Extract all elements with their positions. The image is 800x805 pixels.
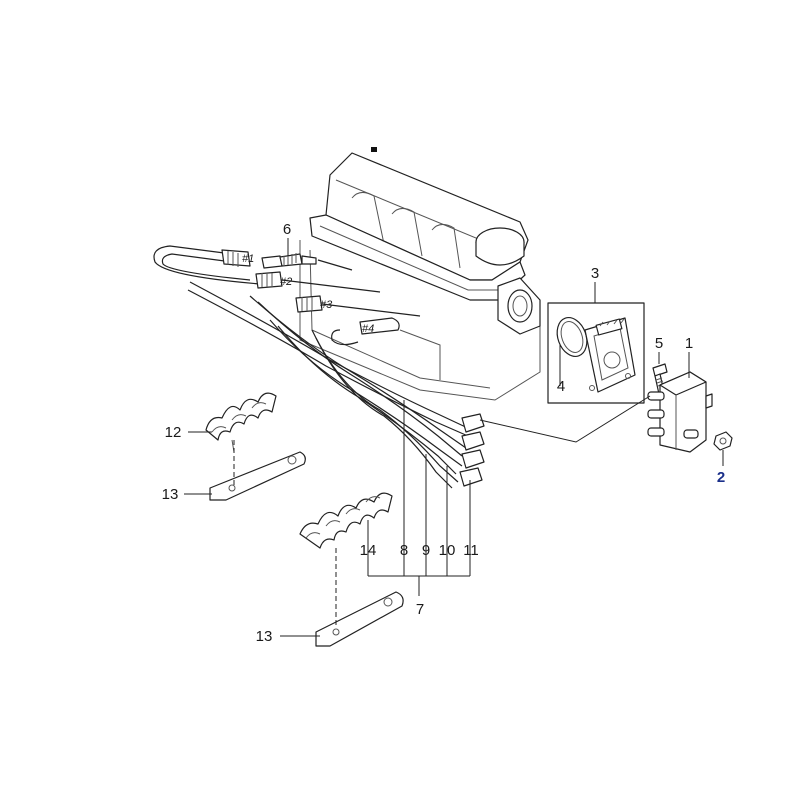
callout-7: 7: [416, 601, 424, 618]
valve-assembly: [547, 302, 645, 404]
cylinder-3-label: #3: [320, 299, 333, 311]
callout-6: 6: [283, 221, 291, 238]
callout-8: 8: [400, 542, 408, 559]
callout-9: 9: [422, 542, 430, 559]
ignition-leads: [153, 245, 651, 489]
top-marker: [371, 147, 377, 152]
callout-12: 12: [165, 424, 182, 441]
clip-lower: [299, 492, 393, 549]
callout-2[interactable]: 2: [717, 469, 725, 486]
callout-11: 11: [463, 542, 479, 559]
callout-3: 3: [591, 265, 599, 282]
callout-5: 5: [655, 335, 663, 352]
engine-block: [299, 147, 541, 401]
callout-13-upper: 13: [162, 486, 179, 503]
ignition-coil: [647, 371, 733, 453]
cylinder-markers: #1 #2 #3 #4: [242, 253, 374, 335]
cylinder-2-label: #2: [280, 276, 292, 288]
callout-4: 4: [557, 378, 565, 395]
callout-10: 10: [439, 542, 456, 559]
nut: [713, 431, 733, 451]
callout-labels: 1 2 3 4 5 6 7 8 9 10 11 12 13 13 14: [162, 221, 726, 645]
bracket-upper: [209, 451, 306, 501]
callout-1: 1: [685, 335, 693, 352]
cylinder-4-label: #4: [362, 323, 374, 335]
callout-14: 14: [360, 542, 377, 559]
leader-lines: [184, 238, 724, 637]
callout-13-lower: 13: [256, 628, 273, 645]
bracket-lower: [315, 591, 404, 647]
spark-plug: [261, 253, 317, 269]
clip-upper: [205, 392, 277, 453]
cylinder-1-label: #1: [242, 253, 254, 265]
